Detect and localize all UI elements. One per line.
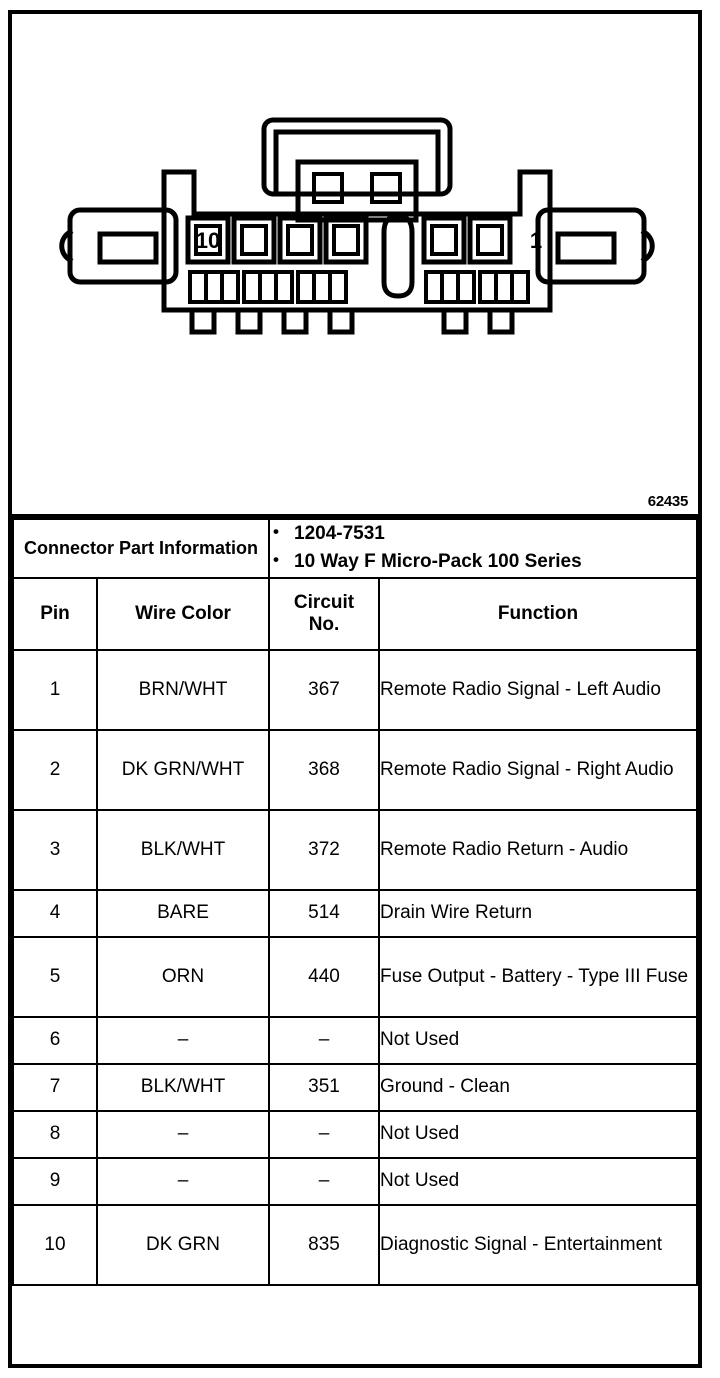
cell-pin: 7 [12,1062,98,1112]
cavity-8 [277,215,323,265]
cell-function: Not Used [378,1015,698,1065]
connector-pinout-table: Connector Part Information 1204-7531 10 … [11,518,698,1286]
cell-pin: 1 [12,648,98,731]
cell-function: Remote Radio Return - Audio [378,808,698,891]
table-row: 5 ORN 440 Fuse Output - Battery - Type I… [12,935,698,1018]
cell-wire-color: BLK/WHT [95,808,271,891]
table-row: 3 BLK/WHT 372 Remote Radio Return - Audi… [12,808,698,891]
cell-pin: 5 [12,935,98,1018]
cell-pin: 10 [12,1203,98,1286]
right-cavity-group [421,215,513,265]
page-frame: 10 1 62435 Connector Part Information 12… [8,10,702,1368]
cell-wire-color: DK GRN [95,1203,271,1286]
latch-notch-left [312,172,344,204]
cell-circuit-no: – [268,1015,381,1065]
connector-part-information-row: Connector Part Information 1204-7531 10 … [11,518,698,579]
right-lever-tab [640,228,655,264]
right-terminal-slots [424,270,530,304]
part-info-item-0: 1204-7531 [273,520,696,548]
cavity-label-left: 10 [196,228,220,253]
cell-wire-color: DK GRN/WHT [95,728,271,811]
table-row: 2 DK GRN/WHT 368 Remote Radio Signal - R… [12,728,698,811]
header-wire-color: Wire Color [95,576,271,651]
cell-function: Remote Radio Signal - Left Audio [378,648,698,731]
table-row: 1 BRN/WHT 367 Remote Radio Signal - Left… [12,648,698,731]
cell-circuit-no: 351 [268,1062,381,1112]
cell-wire-color: – [95,1156,271,1206]
header-circuit-no: Circuit No. [268,576,381,651]
bottom-tangs [189,307,515,335]
table-row: 6 – – Not Used [12,1015,698,1065]
left-lever-slot [97,231,159,265]
cell-circuit-no: – [268,1156,381,1206]
left-lever-tab [59,228,74,264]
right-lever-slot [555,231,617,265]
table-header-row: Pin Wire Color Circuit No. Function [12,576,698,651]
cell-circuit-no: 514 [268,888,381,938]
left-lever-body [67,207,179,285]
table-row: 9 – – Not Used [12,1156,698,1206]
left-cavity-group [185,215,369,265]
connector-part-information-label: Connector Part Information [11,518,271,579]
connector-illustration-panel: 10 1 62435 [12,14,698,518]
cell-pin: 9 [12,1156,98,1206]
cell-wire-color: – [95,1015,271,1065]
figure-reference-number: 62435 [647,493,689,510]
table-row: 10 DK GRN 835 Diagnostic Signal - Entert… [12,1203,698,1286]
cavity-4 [421,215,467,265]
right-lever-body [535,207,647,285]
cell-pin: 3 [12,808,98,891]
cell-pin: 4 [12,888,98,938]
cell-circuit-no: 372 [268,808,381,891]
cell-pin: 6 [12,1015,98,1065]
cell-circuit-no: 440 [268,935,381,1018]
header-function: Function [378,576,698,651]
cell-wire-color: BRN/WHT [95,648,271,731]
cell-function: Drain Wire Return [378,888,698,938]
cell-function: Not Used [378,1109,698,1159]
header-circuit-no-line1: Circuit [293,591,355,613]
cavity-10 [185,215,231,265]
cell-function: Ground - Clean [378,1062,698,1112]
table-row: 7 BLK/WHT 351 Ground - Clean [12,1062,698,1112]
latch-inner [273,129,441,197]
cell-circuit-no: 367 [268,648,381,731]
header-pin: Pin [12,576,98,651]
cell-wire-color: ORN [95,935,271,1018]
cell-function: Not Used [378,1156,698,1206]
cell-wire-color: – [95,1109,271,1159]
cell-circuit-no: – [268,1109,381,1159]
cavity-3 [467,215,513,265]
part-info-item-1: 10 Way F Micro-Pack 100 Series [273,548,696,576]
cell-circuit-no: 368 [268,728,381,811]
table-row: 8 – – Not Used [12,1109,698,1159]
left-terminal-slots [188,270,348,304]
latch-notch-right [370,172,402,204]
cell-function: Remote Radio Signal - Right Audio [378,728,698,811]
header-circuit-no-line2: No. [308,613,340,635]
cavity-9 [231,215,277,265]
cell-function: Fuse Output - Battery - Type III Fuse [378,935,698,1018]
cell-wire-color: BLK/WHT [95,1062,271,1112]
center-post [381,213,415,299]
table-row: 4 BARE 514 Drain Wire Return [12,888,698,938]
cell-pin: 8 [12,1109,98,1159]
connector-part-information-list: 1204-7531 10 Way F Micro-Pack 100 Series [268,518,698,579]
cell-pin: 2 [12,728,98,811]
cavity-7 [323,215,369,265]
cell-wire-color: BARE [95,888,271,938]
cavity-label-right: 1 [530,228,542,253]
cell-circuit-no: 835 [268,1203,381,1286]
cell-function: Diagnostic Signal - Entertainment [378,1203,698,1286]
connector-diagram: 10 1 [59,117,655,335]
